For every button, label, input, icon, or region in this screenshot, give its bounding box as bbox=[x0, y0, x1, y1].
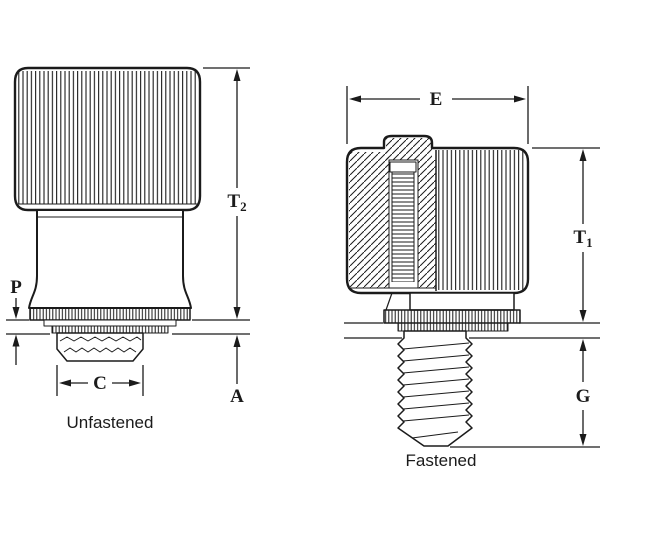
dimension-p: P bbox=[6, 277, 50, 365]
fastened-thread bbox=[397, 330, 473, 447]
dim-label-g: G bbox=[576, 386, 591, 407]
dimension-t1: T1 bbox=[532, 147, 600, 322]
unfastened-body bbox=[28, 209, 192, 309]
dim-label-t2: T2 bbox=[227, 191, 246, 214]
panel-lines bbox=[344, 322, 600, 339]
dim-label-e: E bbox=[430, 89, 443, 110]
unfastened-flange bbox=[29, 307, 191, 334]
dimension-c: C bbox=[56, 365, 144, 396]
unfastened-view: P T2 A C Unfastened bbox=[6, 66, 250, 432]
dim-label-c: C bbox=[93, 373, 107, 394]
unfastened-screw-tip bbox=[56, 332, 144, 362]
dimension-e: E bbox=[346, 86, 529, 144]
dim-label-p: P bbox=[10, 277, 22, 298]
dim-label-t1: T1 bbox=[573, 227, 592, 250]
fastened-flange bbox=[383, 292, 521, 332]
unfastened-knob bbox=[13, 66, 202, 212]
fastened-caption: Fastened bbox=[406, 451, 477, 470]
dimension-g: G bbox=[450, 339, 600, 448]
dimension-t2: T2 bbox=[192, 67, 250, 321]
dim-label-a: A bbox=[230, 386, 244, 407]
fastened-knob bbox=[345, 134, 530, 295]
dimension-a: A bbox=[172, 333, 250, 407]
unfastened-caption: Unfastened bbox=[67, 413, 154, 432]
fastened-view: E T1 G Fastened bbox=[344, 86, 600, 470]
